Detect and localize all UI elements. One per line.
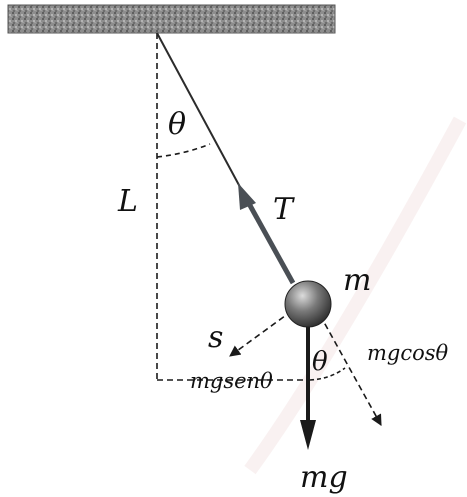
theta-bottom-label: θ [312, 347, 328, 377]
top-angle-arc [156, 143, 211, 158]
weight-arrow-head [300, 420, 316, 450]
pendulum-bob [284, 280, 332, 328]
tension-label: T [273, 192, 295, 227]
tension-arrow-shaft [244, 198, 296, 285]
arc-label: s [208, 320, 223, 355]
pendulum-rod [156, 32, 241, 188]
radial-component-label: mgcosθ [367, 341, 449, 365]
weight-label: mg [300, 460, 348, 495]
watermark [244, 116, 467, 475]
length-label: L [117, 184, 138, 219]
bottom-angle-arc [309, 367, 346, 381]
tangential-component-label: mgsenθ [190, 369, 273, 393]
ceiling-support [7, 4, 336, 34]
theta-top-label: θ [168, 107, 186, 142]
radial-component-arrow [319, 314, 382, 426]
mass-label: m [343, 263, 371, 298]
tension-arrow-head [238, 183, 256, 210]
